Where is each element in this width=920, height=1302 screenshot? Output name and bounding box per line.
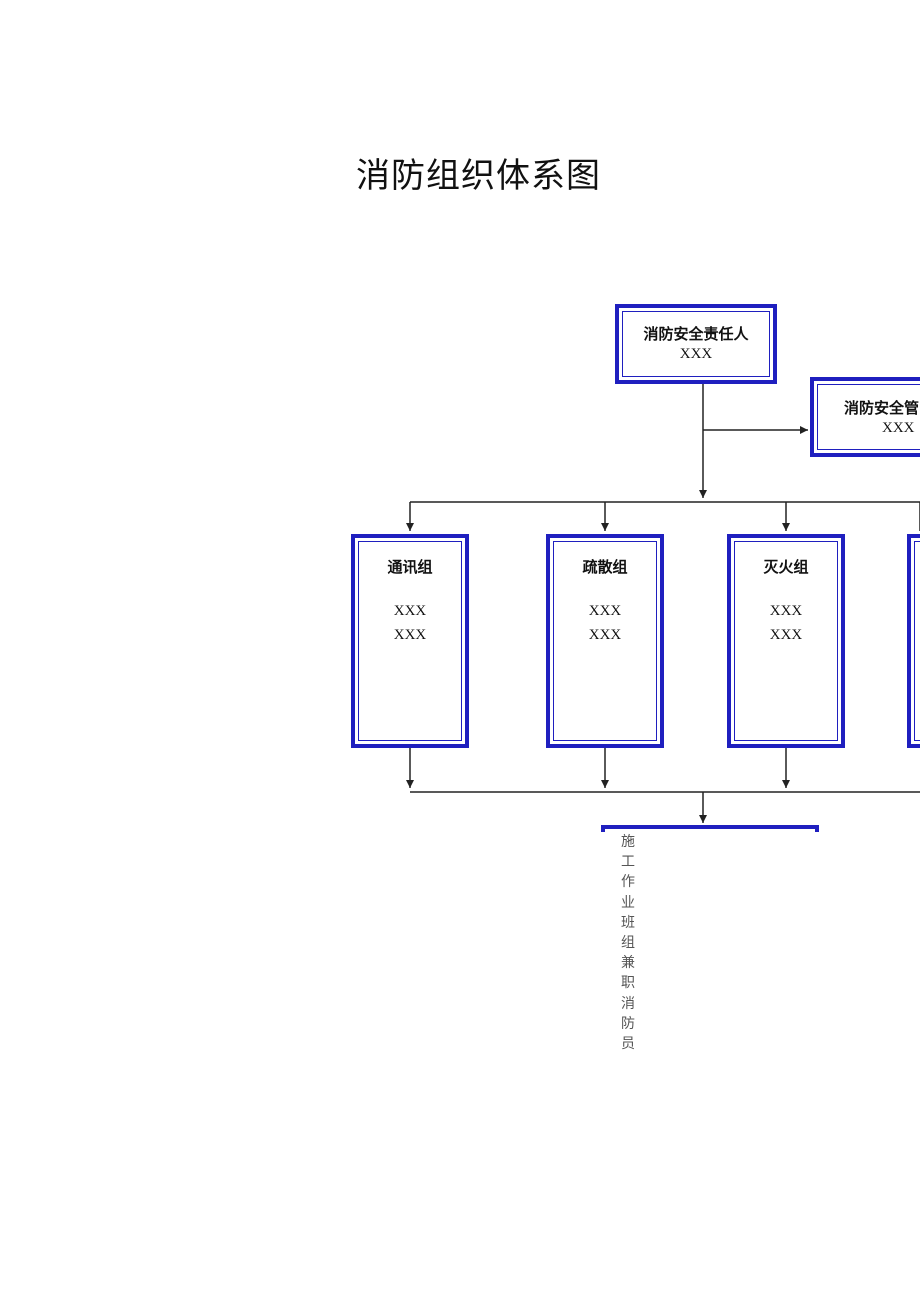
group-label: 通讯组 [387,558,433,576]
vertical-char: 职 [621,975,635,992]
vertical-char: 工 [621,854,635,871]
group-member: XXX [393,627,427,643]
group-member: XXX [769,627,803,643]
vertical-char: 防 [621,1015,635,1032]
group-member: XXX [769,603,803,619]
group-box-communication: 通讯组 XXX XXX [351,534,469,748]
vertical-char: 兼 [621,955,635,972]
box-clip-mask [590,832,850,862]
group-member: XXX [393,603,427,619]
vertical-char: 作 [621,874,635,891]
vertical-char: 业 [621,894,635,911]
box-label: 消防安全责任人 [643,325,749,343]
fire-safety-responsible-box: 消防安全责任人 XXX [615,304,777,384]
group-box-partial [907,534,920,748]
fire-safety-manager-box: 消防安全管 XXX [810,377,920,457]
group-label: 疏散组 [582,558,628,576]
vertical-char: 组 [621,935,635,952]
group-box-evacuation: 疏散组 XXX XXX [546,534,664,748]
vertical-char: 员 [621,1036,635,1053]
vertical-char: 施 [621,834,635,850]
vertical-char: 班 [621,914,635,931]
vertical-char: 消 [621,995,635,1012]
group-box-firefighting: 灭火组 XXX XXX [727,534,845,748]
box-label: 消防安全管 [844,399,920,417]
page-title: 消防组织体系图 [356,156,601,196]
group-member: XXX [588,627,622,643]
box-name: XXX [882,420,915,436]
part-time-firefighters-vertical-text: 施工作业班组兼职消防员 [619,832,637,1054]
group-label: 灭火组 [763,558,809,576]
group-member: XXX [588,603,622,619]
box-name: XXX [679,346,713,362]
